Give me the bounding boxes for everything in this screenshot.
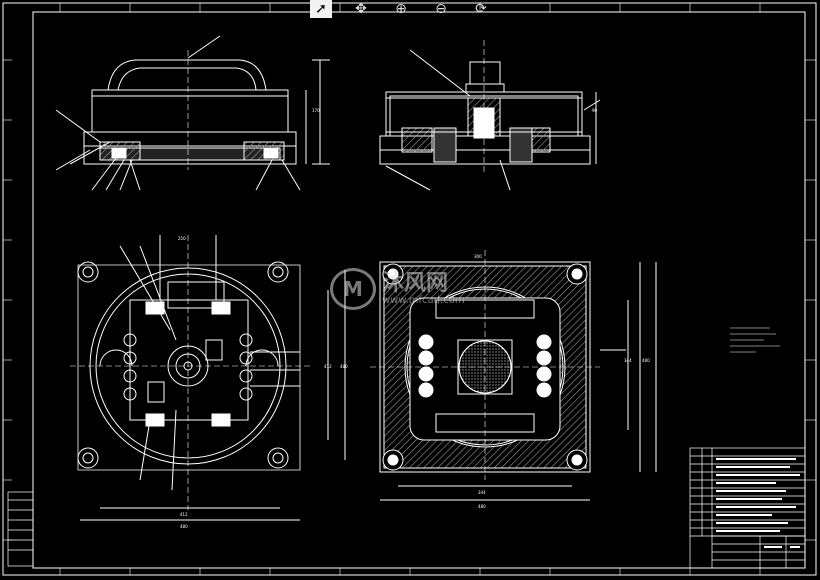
move-icon: ✥ (355, 1, 367, 17)
plan-view (70, 235, 346, 521)
zoom-fit-icon: ⟳ (475, 1, 487, 17)
zoom-out-icon: ⊖ (435, 1, 447, 17)
svg-text:412: 412 (324, 364, 332, 369)
svg-text:344: 344 (624, 358, 632, 363)
svg-text:344: 344 (478, 490, 486, 495)
svg-text:170: 170 (312, 108, 320, 113)
svg-text:90: 90 (592, 108, 598, 113)
select-tool-button[interactable]: ➚ (310, 0, 332, 18)
title-block-text (716, 458, 800, 548)
svg-text:300: 300 (474, 254, 482, 259)
watermark: M 沐风网 www.mfcad.com (330, 268, 465, 310)
pan-tool-button[interactable]: ✥ (350, 0, 372, 18)
watermark-name: 沐风网 (382, 270, 449, 296)
dimension-labels: 170 90 412 480 344 480 480 344 480 412 250 300 (178, 108, 650, 529)
front-view (55, 35, 330, 191)
watermark-url: www.mfcad.com (382, 294, 465, 306)
viewer-toolbar: ➚ ✥ ⊕ ⊖ ⟳ (310, 0, 492, 18)
bottom-view (370, 250, 657, 501)
zoom-in-icon: ⊕ (395, 1, 407, 17)
svg-text:480: 480 (642, 358, 650, 363)
frame-ticks (3, 3, 816, 575)
svg-text:250: 250 (178, 236, 186, 241)
svg-text:480: 480 (478, 504, 486, 509)
technical-notes (730, 327, 780, 353)
svg-text:480: 480 (340, 364, 348, 369)
zoom-out-button[interactable]: ⊖ (430, 0, 452, 18)
svg-text:480: 480 (180, 524, 188, 529)
svg-text:412: 412 (180, 512, 188, 517)
section-view (379, 40, 601, 191)
zoom-fit-button[interactable]: ⟳ (470, 0, 492, 18)
watermark-logo-icon: M (330, 268, 376, 310)
zoom-in-button[interactable]: ⊕ (390, 0, 412, 18)
title-block (7, 447, 806, 569)
cursor-icon: ➚ (315, 1, 327, 17)
